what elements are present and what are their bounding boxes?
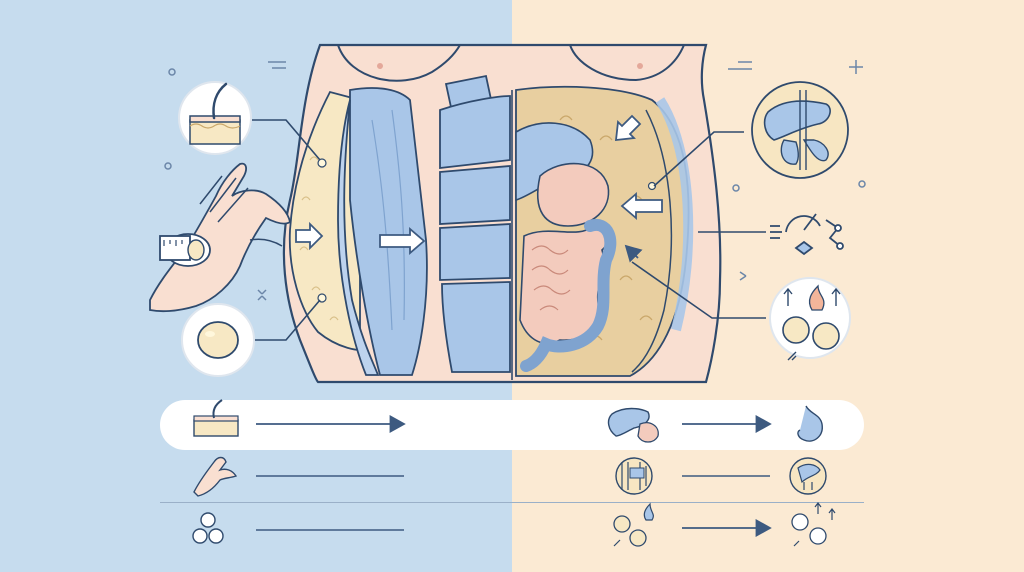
liver-icon: [607, 407, 659, 443]
organ-circle-icon: [789, 457, 827, 495]
fat-cell-icon: [181, 303, 255, 377]
fat-cells-icon: [192, 512, 224, 544]
organs-icon: [615, 457, 653, 495]
decorative-sparkles: [164, 60, 866, 301]
rectus-abdominis: [439, 74, 511, 373]
interior-arrows: [295, 114, 663, 263]
liver-organs-icon: [751, 81, 849, 179]
abdominal-organs: [515, 122, 617, 372]
metabolism-gauge-icon: [770, 213, 844, 256]
comparison-row-2: [193, 456, 827, 497]
pinch-hand-icon: [193, 456, 238, 497]
skin-fat-layer-icon: [178, 81, 252, 155]
fat-cells-flame-small-icon: [613, 502, 654, 547]
fat-cells-flame-icon: [769, 277, 851, 361]
oblique-muscles: [337, 87, 428, 376]
hand-pinch-tape-icon: [149, 162, 292, 313]
skin-layer-icon: [193, 399, 239, 437]
leader-lines: [252, 119, 766, 341]
stomach-icon: [797, 405, 823, 442]
comparison-row-1: [193, 399, 823, 443]
row-divider: [160, 502, 864, 503]
highlighted-row-bar: [160, 400, 864, 450]
comparison-row-3: [192, 502, 836, 547]
fat-cells-rising-icon: [791, 502, 836, 547]
